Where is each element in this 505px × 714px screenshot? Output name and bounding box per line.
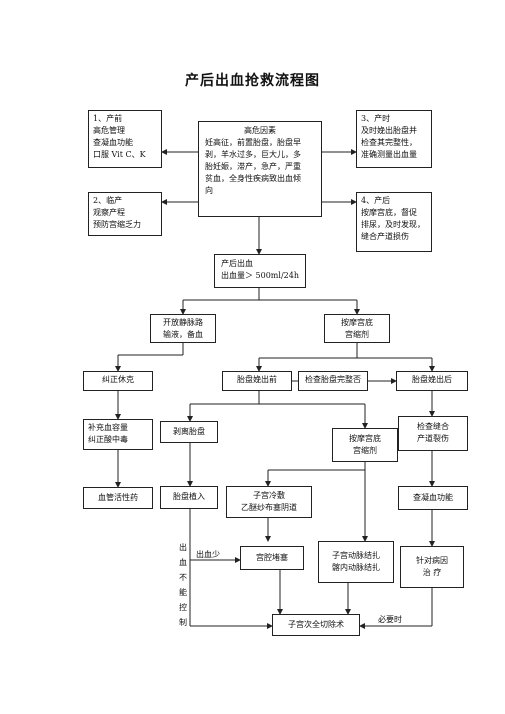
after-placenta-box: 胎盘娩出后 — [396, 371, 468, 391]
antenatal-box: 1、产前 高危管理 查凝血功能 口服 Vit C、K — [88, 110, 162, 168]
uterine-massage-box: 按摩宫底 宫缩剂 — [324, 314, 390, 343]
treat-cause-box: 针对病因 治 疗 — [400, 546, 464, 588]
labor-box: 2、临产 观察产程 预防宫缩乏力 — [88, 192, 162, 236]
check-placenta-box: 检查胎盘完整否 — [298, 371, 368, 391]
risk-factors-box: 高危因素 妊高征，前置胎盘，胎盘早 剥，羊水过多，巨大儿，多 胎妊娠，滞产，急产… — [198, 121, 322, 217]
correct-shock-box: 纠正休克 — [83, 371, 153, 391]
hysterectomy-box: 子宫次全切除术 — [272, 614, 360, 636]
artery-ligation-box: 子宫动脉结扎 髂内动脉结扎 — [318, 541, 394, 583]
intrapartum-delivery-box: 3、产时 及时娩出胎盘并 检查其完整性， 准确测量出血量 — [356, 110, 432, 168]
uterine-packing-box: 宫腔堵塞 — [240, 546, 304, 570]
uncontrolled-bleeding-label: 出 血 不 能 控 制 — [179, 543, 187, 627]
less-bleeding-label: 出血少 — [196, 550, 220, 559]
when-needed-label: 必要时 — [378, 615, 402, 624]
postpartum-care-box: 4、产后 按摩宫底，督促 排尿，及时发现， 缝合产道损伤 — [356, 192, 432, 252]
coagulation-check-box: 查凝血功能 — [398, 486, 468, 510]
placenta-accreta-box: 胎盘植入 — [160, 486, 218, 509]
pph-box: 产后出血 出血量＞ 500ml/24h — [214, 254, 306, 288]
page-title: 产后出血抢救流程图 — [185, 73, 320, 89]
uterine-massage-box-2: 按摩宫底 宫缩剂 — [332, 428, 398, 462]
volume-replacement-box: 补充血容量 纠正酸中毒 — [83, 419, 153, 450]
vasoactive-drugs-box: 血管活性药 — [83, 487, 153, 509]
manual-removal-box: 剥离胎盘 — [160, 421, 218, 443]
suture-laceration-box: 检查缝合 产道裂伤 — [398, 416, 468, 451]
ice-pack-box: 子宫冷敷 乙醚纱布塞阴道 — [226, 486, 312, 518]
before-placenta-box: 胎盘娩出前 — [222, 371, 292, 391]
iv-access-box: 开放静脉路 输液，备血 — [150, 314, 216, 343]
